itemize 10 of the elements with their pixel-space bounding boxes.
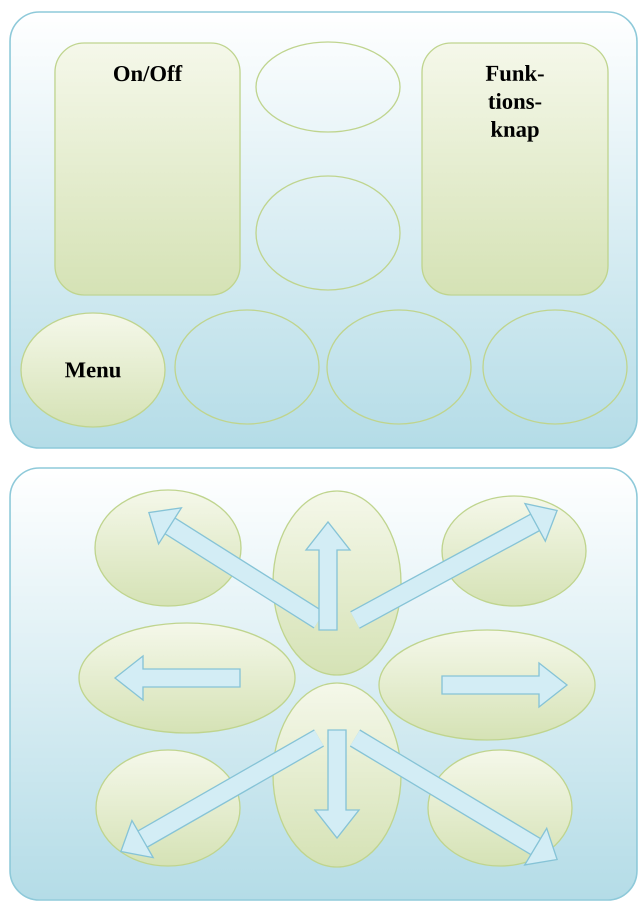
button-oval: [174, 309, 320, 425]
button-oval: [482, 309, 628, 425]
button-box: On/Off: [54, 42, 241, 296]
block-arrow: [120, 729, 324, 859]
button-oval: [255, 41, 401, 133]
block-arrow: [350, 502, 558, 629]
button-box: Funk- tions- knap: [421, 42, 609, 296]
button-oval: [326, 309, 472, 425]
button-oval: [255, 175, 401, 291]
block-arrow: [350, 729, 558, 866]
